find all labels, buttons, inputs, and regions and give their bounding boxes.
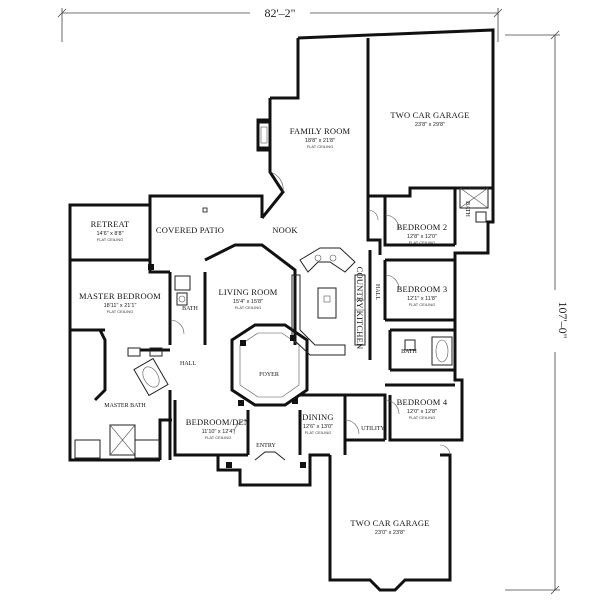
label-hall-right: HALL [374,284,380,300]
room-name-family: FAMILY ROOM [290,126,351,136]
room-name-nook: NOOK [272,225,298,235]
room-size-garage-bottom: 23'0" x 23'8" [375,530,405,536]
master-bath-fixtures [74,347,169,459]
room-note-bedroom3: FLAT CEILING [409,302,436,307]
room-name-dining: DINING [302,412,333,422]
label-bath-master: BATH [182,306,198,312]
room-size-retreat: 14'6" x 8'8" [96,231,123,237]
room-name-retreat: RETREAT [91,219,130,229]
overall-depth-label: 107'–0" [556,301,570,338]
room-name-garage-top: TWO CAR GARAGE [390,110,469,120]
room-size-master: 18'11" x 21'1" [104,303,137,309]
room-size-garage-top: 23'8" x 29'8" [415,122,445,128]
room-note-dining: FLAT CEILING [305,430,332,435]
room-name-master-bath: MASTER BATH [104,403,146,409]
room-note-master: FLAT CEILING [107,309,134,314]
room-labels: TWO CAR GARAGE 23'8" x 29'8" FAMILY ROOM… [79,110,470,536]
room-size-living: 15'4" x 15'8" [233,299,263,305]
room-size-bedroom4: 12'0" x 12'8" [407,409,437,415]
overall-depth-dimension: 107'–0" [505,30,570,595]
interior-walls [70,38,457,460]
room-size-bedroom2: 12'8" x 12'0" [407,234,437,240]
fireplace [256,120,272,150]
label-bath-bed3: BATH [401,349,417,355]
room-name-foyer: FOYER [259,372,279,378]
room-name-entry: ENTRY [256,443,276,449]
room-note-bedroom4: FLAT CEILING [409,415,436,420]
room-name-living: LIVING ROOM [218,287,277,297]
door-swings [169,171,451,456]
room-name-utility: UTILITY [361,426,385,432]
room-name-garage-bottom: TWO CAR GARAGE [350,518,429,528]
overall-width-label: 82'–2" [264,6,295,20]
kitchen-fixtures [291,247,366,356]
room-size-family: 18'8" x 21'8" [305,138,335,144]
room-size-bedroom3: 12'1" x 11'8" [407,296,437,302]
room-note-family: FLAT CEILING [307,144,334,149]
columns [148,207,306,468]
room-name-country-kitchen: COUNTRY KITCHEN [355,267,365,350]
room-name-bedroom4: BEDROOM 4 [397,397,448,407]
foyer-octagon [230,323,309,407]
room-note-bedroom-den: FLAT CEILING [205,435,232,440]
room-name-bedroom-den: BEDROOM/DEN [186,417,251,427]
room-size-bedroom-den: 11'10" x 12'4" [202,429,235,435]
room-size-dining: 12'6" x 13'0" [303,424,333,430]
label-bath-hall: BATH [464,201,470,217]
bath-fixtures [174,187,489,366]
room-note-bedroom2: FLAT CEILING [409,240,436,245]
overall-width-dimension: 82'–2" [57,5,503,42]
room-name-master: MASTER BEDROOM [79,291,161,301]
room-note-retreat: FLAT CEILING [97,237,124,242]
room-name-bedroom2: BEDROOM 2 [397,222,448,232]
room-name-covered-patio: COVERED PATIO [156,225,224,235]
room-name-bedroom3: BEDROOM 3 [397,284,448,294]
label-hall-left: HALL [180,361,196,367]
room-note-living: FLAT CEILING [235,305,262,310]
